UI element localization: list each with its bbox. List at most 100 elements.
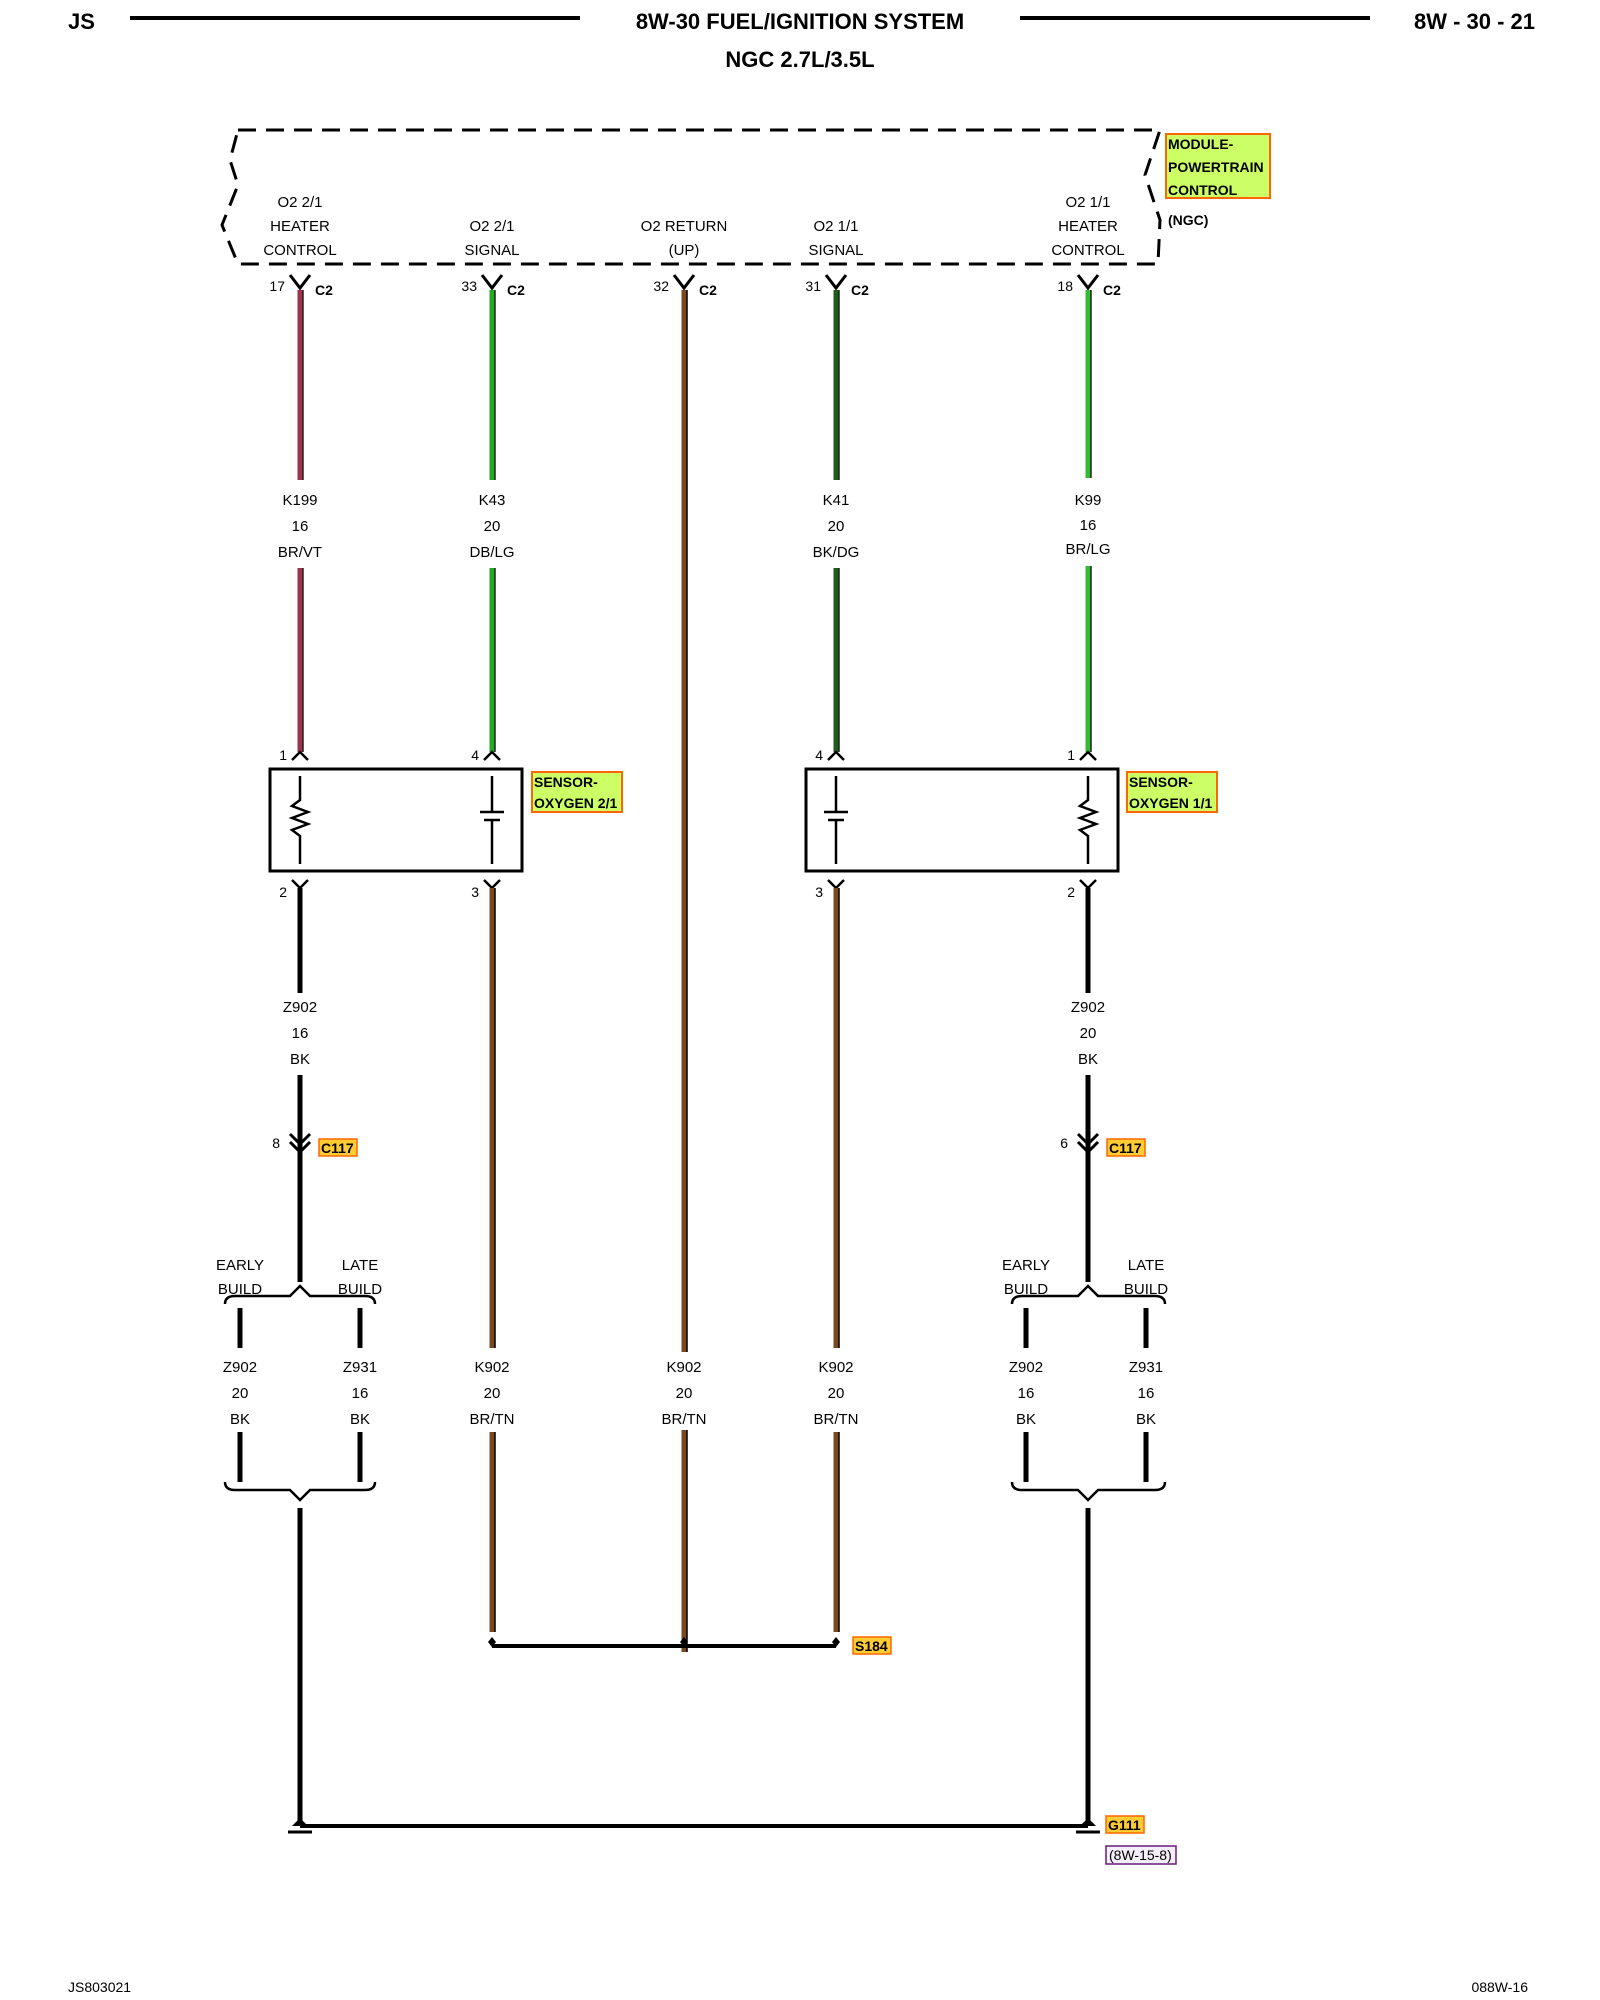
svg-text:HEATER: HEATER — [270, 218, 330, 235]
svg-text:O2 1/1: O2 1/1 — [813, 218, 858, 235]
svg-text:SIGNAL: SIGNAL — [808, 242, 863, 259]
c117-pin-8: 8 — [272, 1135, 280, 1151]
sensor-1-1-pin-3: 3 — [815, 884, 823, 900]
svg-text:BK: BK — [230, 1411, 250, 1428]
build-option-bracket-left — [223, 1284, 377, 1305]
module-variant: (NGC) — [1168, 212, 1208, 228]
module-pin-number-17: 17 — [269, 278, 285, 294]
module-connector-c2: C2 — [1103, 282, 1121, 298]
c117-pin-6: 6 — [1060, 1135, 1068, 1151]
wire-label-k902-right: K902 20 BR/TN — [814, 1359, 859, 1428]
upper-wires — [297, 290, 1091, 752]
merge-bracket-right — [1010, 1481, 1167, 1502]
sensor-2-1-cell-element — [480, 776, 504, 864]
svg-text:K199: K199 — [282, 492, 317, 509]
svg-text:CONTROL: CONTROL — [1051, 242, 1124, 259]
svg-text:BR/TN: BR/TN — [470, 1411, 515, 1428]
svg-text:DB/LG: DB/LG — [469, 544, 514, 561]
svg-text:O2 2/1: O2 2/1 — [469, 218, 514, 235]
sensor-2-1-heater-element — [288, 776, 312, 864]
return-wires-k902 — [489, 888, 839, 1632]
wire-label-z902-early-right: Z902 16 BK — [1009, 1359, 1043, 1428]
svg-text:O2 1/1: O2 1/1 — [1065, 194, 1110, 211]
build-option-bracket-right — [1010, 1284, 1167, 1305]
svg-text:BK/DG: BK/DG — [813, 544, 860, 561]
svg-text:K99: K99 — [1075, 492, 1102, 509]
svg-text:HEATER: HEATER — [1058, 218, 1118, 235]
module-pin-number-33: 33 — [461, 278, 477, 294]
wire-label-k43: K43 20 DB/LG — [469, 492, 514, 561]
sensor-oxygen-2-1 — [268, 767, 524, 873]
module-pin-label-2: O2 2/1 SIGNAL — [464, 218, 519, 259]
module-pin-label-1: O2 2/1 HEATER CONTROL — [263, 194, 336, 259]
merge-bracket-left — [223, 1481, 377, 1502]
svg-text:16: 16 — [1080, 517, 1097, 534]
wire-label-k902-center: K902 20 BR/TN — [662, 1359, 707, 1428]
svg-text:16: 16 — [1138, 1385, 1155, 1402]
svg-text:16: 16 — [292, 518, 309, 535]
sensor-2-1-pin-2: 2 — [279, 884, 287, 900]
sensor-2-1-name-line-2: OXYGEN 2/1 — [534, 795, 617, 811]
page-subtitle: NGC 2.7L/3.5L — [725, 47, 874, 72]
svg-text:BK: BK — [1136, 1411, 1156, 1428]
module-name-line-3: CONTROL — [1168, 182, 1238, 198]
sensor-1-1-cell-element — [824, 776, 848, 864]
c117-connector-symbols — [288, 1132, 1100, 1155]
svg-text:20: 20 — [676, 1385, 693, 1402]
svg-text:BK: BK — [290, 1051, 310, 1068]
module-connector-c2: C2 — [851, 282, 869, 298]
late-build-label-left: LATE — [342, 1257, 378, 1274]
ground-label: G111 — [1108, 1817, 1141, 1833]
early-build-label-left-2: BUILD — [218, 1281, 262, 1298]
svg-text:20: 20 — [828, 1385, 845, 1402]
footer-left-code: JS803021 — [68, 1979, 131, 1995]
footer-right-code: 088W-16 — [1471, 1979, 1528, 1995]
header-left-code: JS — [68, 9, 95, 34]
svg-text:Z931: Z931 — [1129, 1359, 1163, 1376]
wire-label-z931-late-right: Z931 16 BK — [1129, 1359, 1163, 1428]
svg-text:Z902: Z902 — [223, 1359, 257, 1376]
svg-text:O2 2/1: O2 2/1 — [277, 194, 322, 211]
late-build-label-left-2: BUILD — [338, 1281, 382, 1298]
wire-label-k99: K99 16 BR/LG — [1065, 492, 1110, 558]
early-build-label-right: EARLY — [1002, 1257, 1050, 1274]
module-name-line-2: POWERTRAIN — [1168, 159, 1264, 175]
sensor-2-1-name-highlight — [531, 771, 623, 813]
wire-label-z931-late-left: Z931 16 BK — [343, 1359, 377, 1428]
svg-text:20: 20 — [484, 518, 501, 535]
module-pin-label-5: O2 1/1 HEATER CONTROL — [1051, 194, 1124, 259]
wire-label-z902-early-left: Z902 20 BK — [223, 1359, 257, 1428]
svg-text:20: 20 — [828, 518, 845, 535]
svg-text:Z902: Z902 — [283, 999, 317, 1016]
svg-text:(UP): (UP) — [669, 242, 700, 259]
page-title: 8W-30 FUEL/IGNITION SYSTEM — [636, 9, 964, 34]
module-connector-c2: C2 — [315, 282, 333, 298]
sensor-1-1-name-line-2: OXYGEN 1/1 — [1129, 795, 1212, 811]
sensor-1-1-name-line-1: SENSOR- — [1129, 774, 1193, 790]
ground-run-wires — [297, 1508, 1091, 1825]
module-outline — [220, 128, 1163, 266]
svg-text:16: 16 — [352, 1385, 369, 1402]
wire-label-k902-left: K902 20 BR/TN — [470, 1359, 515, 1428]
wire-label-k41: K41 20 BK/DG — [813, 492, 860, 561]
sensor-2-1-pin-3: 3 — [471, 884, 479, 900]
svg-text:CONTROL: CONTROL — [263, 242, 336, 259]
sensor-1-1-pin-4: 4 — [815, 747, 823, 763]
ground-reference-link[interactable]: (8W-15-8) — [1109, 1847, 1172, 1863]
svg-text:16: 16 — [292, 1025, 309, 1042]
svg-text:20: 20 — [1080, 1025, 1097, 1042]
module-pin-label-4: O2 1/1 SIGNAL — [808, 218, 863, 259]
c117-connector-label-left: C117 — [321, 1140, 354, 1156]
svg-text:K43: K43 — [479, 492, 506, 509]
svg-text:BK: BK — [1016, 1411, 1036, 1428]
svg-text:Z931: Z931 — [343, 1359, 377, 1376]
module-pin-number-31: 31 — [805, 278, 821, 294]
svg-text:BK: BK — [350, 1411, 370, 1428]
early-build-label-right-2: BUILD — [1004, 1281, 1048, 1298]
early-build-label-left: EARLY — [216, 1257, 264, 1274]
svg-text:BK: BK — [1078, 1051, 1098, 1068]
svg-text:K902: K902 — [666, 1359, 701, 1376]
module-pin-label-3: O2 RETURN (UP) — [641, 218, 728, 259]
module-connector-c2: C2 — [507, 282, 525, 298]
